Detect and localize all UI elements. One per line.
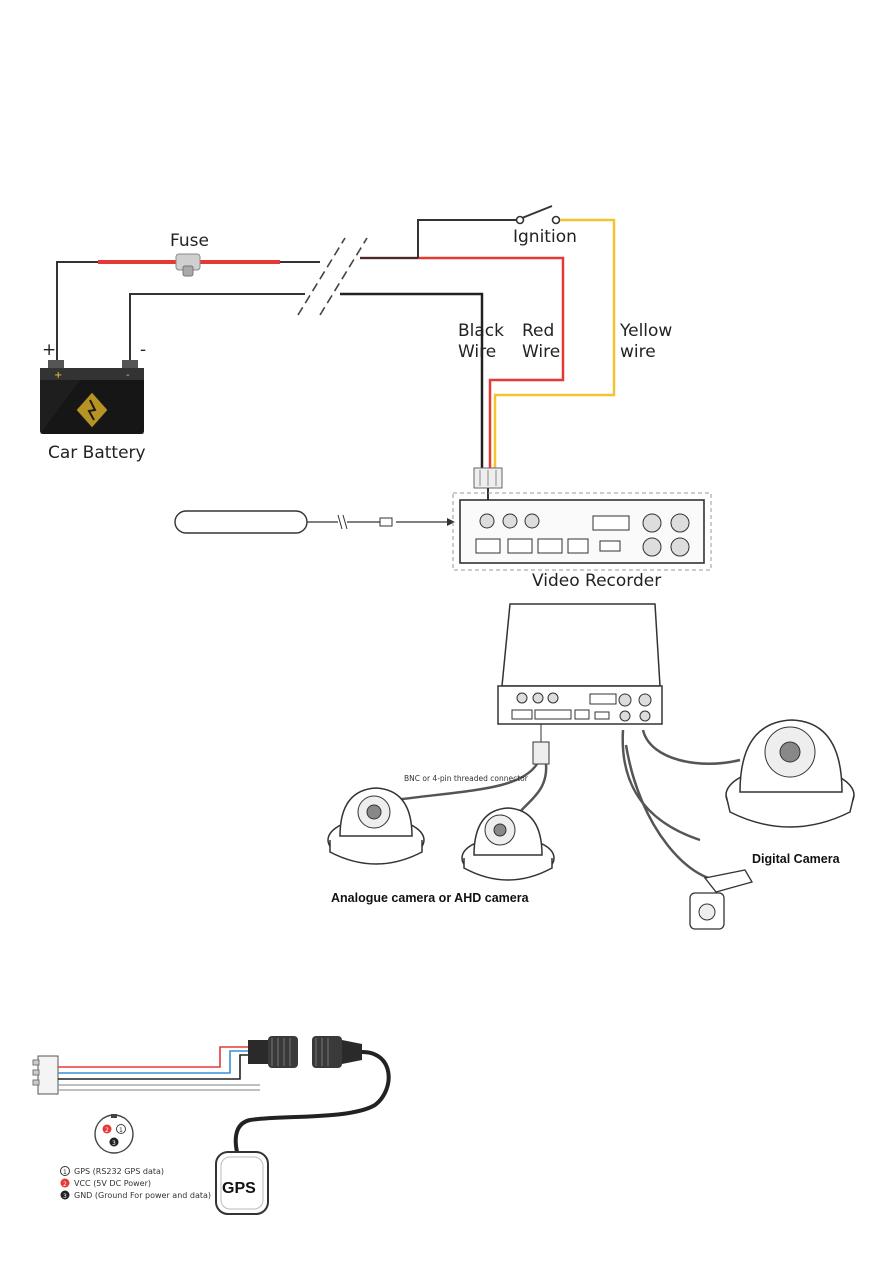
legend-pin3-text: GND (Ground For power and data) (74, 1191, 211, 1200)
battery-negative-wire (129, 293, 305, 368)
digital-dome-camera-icon (725, 719, 855, 828)
gps-module-icon (215, 1151, 269, 1215)
battery-plus-label: + (42, 340, 56, 360)
black-wire-label-line2: Wire (458, 342, 496, 362)
legend-pin1-text: GPS (RS232 GPS data) (74, 1167, 164, 1176)
pin-face-3: 3 (112, 1140, 116, 1147)
digital-cable-1 (621, 729, 701, 842)
fuse-label: Fuse (170, 231, 209, 251)
red-wire-label-line2: Wire (522, 342, 560, 362)
pin-face-2: 2 (105, 1127, 109, 1134)
gps-module-label: GPS (222, 1180, 256, 1197)
camera-connector-icon (532, 741, 550, 765)
car-battery-icon: + - (40, 360, 144, 434)
camera-diagram: BNC or 4-pin threaded connector Analogue… (327, 603, 855, 930)
wiring-diagram: + - + - Car Battery Fuse Ignition Black … (40, 205, 712, 591)
yellow-wire-label-line2: wire (620, 342, 656, 362)
gps-harness-plug-icon (37, 1055, 59, 1095)
analogue-camera-label: Analogue camera or AHD camera (331, 891, 530, 905)
yellow-wire (493, 218, 616, 470)
break-marks (297, 237, 368, 316)
legend-pin1-num: 1 (63, 1169, 67, 1176)
legend-pin2-text: VCC (5V DC Power) (74, 1179, 151, 1188)
aviation-connector-icon (248, 1036, 362, 1068)
video-recorder-label: Video Recorder (532, 571, 661, 591)
ignition-label: Ignition (513, 227, 577, 247)
digital-cable-2 (641, 729, 741, 765)
ignition-feed-wire (417, 219, 520, 258)
gps-blue-lead (58, 1050, 248, 1074)
red-wire (360, 256, 565, 470)
connector-note: BNC or 4-pin threaded connector (404, 774, 529, 783)
red-wire-label-line1: Red (522, 321, 554, 341)
pin-face-1: 1 (119, 1127, 123, 1134)
car-battery-label: Car Battery (48, 443, 146, 463)
legend-pin2-num: 2 (63, 1181, 67, 1188)
pin-layout-icon: 2 1 3 (94, 1114, 134, 1154)
legend-pin3-num: 3 (63, 1193, 67, 1200)
pin-legend: 1 GPS (RS232 GPS data) 2 VCC (5V DC Powe… (60, 1166, 211, 1200)
ahd-camera-icon (461, 807, 555, 881)
mini-camera-icon (689, 869, 753, 930)
svg-text:-: - (126, 370, 130, 381)
video-recorder-icon (452, 492, 712, 571)
recorder-box-icon (497, 603, 663, 725)
fuse-icon (175, 253, 201, 277)
gps-cable (233, 1050, 391, 1157)
antenna-icon (174, 510, 455, 534)
digital-camera-label: Digital Camera (752, 852, 841, 866)
gps-red-lead (58, 1046, 248, 1068)
svg-text:+: + (54, 370, 62, 381)
gps-black-lead (58, 1054, 248, 1080)
gps-diagram: GPS 2 1 3 1 GPS (RS232 GPS data) 2 VCC (… (32, 1036, 391, 1215)
battery-positive-wire (56, 261, 98, 368)
yellow-wire-label-line1: Yellow (619, 321, 672, 341)
battery-minus-label: - (140, 340, 146, 360)
analogue-camera-icon (327, 787, 425, 865)
black-wire (340, 292, 484, 470)
ignition-switch-icon (515, 205, 561, 225)
analogue-cable-2 (519, 763, 548, 813)
black-wire-label-line1: Black (458, 321, 504, 341)
analogue-cable-1 (394, 763, 539, 802)
